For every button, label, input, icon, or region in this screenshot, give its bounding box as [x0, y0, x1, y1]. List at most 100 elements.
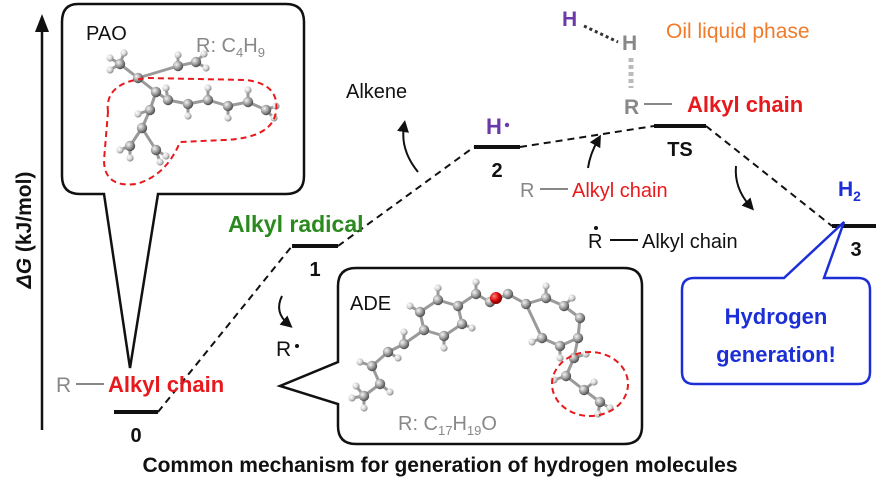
hydrogen-atom — [106, 66, 114, 74]
state-2-number: 2 — [491, 160, 502, 182]
hydrogen-atom — [162, 152, 170, 160]
alkene-arrow — [397, 120, 419, 173]
carbon-atom — [554, 340, 566, 352]
ts-down-arrow — [734, 165, 754, 211]
carbon-atom — [150, 86, 162, 98]
hydrogen-atom — [200, 50, 208, 58]
ade-molecule — [348, 278, 614, 418]
hydrogen-atom — [434, 284, 442, 292]
radical-r: R — [276, 338, 291, 361]
state-0-chain: Alkyl chain — [108, 372, 224, 397]
carbon-atom — [540, 292, 552, 304]
pao-name: PAO — [86, 23, 127, 45]
hydrogen-atom — [106, 54, 114, 62]
state-0-r: R — [56, 374, 71, 397]
carbon-atom — [190, 56, 202, 68]
carbon-atom — [114, 58, 126, 70]
carbon-atom — [578, 384, 590, 396]
carbon-atom — [382, 346, 394, 358]
hydrogen-atom — [386, 388, 394, 396]
reaction-path — [157, 125, 833, 413]
oxygen-atom — [490, 292, 502, 304]
hydrogen-atom — [202, 64, 210, 72]
ts-hh-dots — [583, 24, 619, 44]
carbon-atom — [432, 294, 444, 306]
ts-h-top: H — [562, 8, 577, 31]
carbon-atom — [536, 332, 548, 344]
hydrogen-line-2: generation! — [716, 342, 836, 367]
state-3-h: H2 — [838, 178, 861, 204]
ts-h-mid: H — [622, 32, 637, 55]
hydrogen-atom — [134, 110, 142, 118]
hydrogen-atom — [162, 84, 170, 92]
hydrogen-atom — [568, 294, 576, 302]
ts-chain: Alkyl chain — [687, 92, 803, 117]
carbon-atom — [172, 60, 184, 72]
hydrogen-atom — [156, 158, 164, 166]
hydrogen-atom — [472, 278, 480, 286]
state-0-number: 0 — [130, 425, 141, 447]
ade-callout — [276, 266, 644, 446]
hydrogen-atom — [528, 338, 536, 346]
alkene-label: Alkene — [346, 81, 407, 103]
state-1-number: 1 — [309, 259, 320, 281]
carbon-atom — [414, 306, 426, 318]
hydrogen-atom — [440, 344, 448, 352]
carbon-atom — [438, 330, 450, 342]
carbon-atom — [568, 352, 580, 364]
hydrogen-atom — [356, 358, 364, 366]
hydrogen-atom — [556, 354, 564, 362]
low-r-dot — [594, 226, 598, 230]
carbon-atom — [452, 300, 464, 312]
molecule-bond — [137, 64, 179, 80]
hydrogen-atom — [204, 84, 212, 92]
hydrogen-atom — [360, 404, 368, 412]
pao-highlight — [102, 76, 278, 186]
hydrogen-atom — [406, 302, 414, 310]
ade-highlight — [551, 351, 629, 417]
carbon-atom — [558, 300, 570, 312]
carbon-atom — [418, 324, 430, 336]
carbon-atom — [572, 332, 584, 344]
y-axis-arrow — [35, 14, 49, 32]
carbon-atom — [374, 378, 386, 390]
y-axis-label: ΔG (kJ/mol) — [13, 172, 36, 290]
carbon-atom — [358, 390, 370, 402]
carbon-atom — [366, 360, 378, 372]
carbon-atom — [162, 94, 174, 106]
hydrogen-atom — [184, 112, 192, 120]
carbon-atom — [132, 72, 144, 84]
pao-molecule — [106, 49, 280, 166]
carbon-atom — [136, 122, 148, 134]
low-chain: Alkyl chain — [642, 231, 738, 253]
mid-chain: Alkyl chain — [572, 180, 668, 202]
molecule-bond — [524, 303, 544, 339]
carbon-atom — [456, 318, 468, 330]
hydrogen-line-1: Hydrogen — [725, 304, 828, 329]
ts-r: R — [624, 96, 639, 119]
ade-formula: R: C17H19O — [398, 413, 497, 438]
pao-callout — [60, 2, 306, 369]
state-1-label: Alkyl radical — [228, 211, 364, 237]
carbon-atom — [470, 288, 482, 300]
ts-up-arrow — [587, 134, 601, 169]
radical-dot — [295, 344, 299, 348]
hydrogen-atom — [400, 328, 408, 336]
hydrogen-atom — [120, 49, 128, 57]
carbon-atom — [260, 104, 272, 116]
state-2-h-dot — [504, 122, 510, 128]
hydrogen-atom — [348, 394, 356, 402]
hydrogen-atom — [468, 324, 476, 332]
hydrogen-atom — [394, 354, 402, 362]
carbon-atom — [594, 396, 606, 408]
hydrogen-atom — [352, 382, 360, 390]
mid-r: R — [520, 180, 534, 202]
carbon-atom — [398, 338, 410, 350]
carbon-atom — [520, 298, 532, 310]
phase-label: Oil liquid phase — [666, 20, 810, 43]
carbon-atom — [150, 144, 162, 156]
carbon-atom — [242, 96, 254, 108]
radical-arrow — [278, 295, 293, 328]
state-ts-label: TS — [667, 139, 693, 161]
hydrogen-callout — [680, 221, 872, 386]
